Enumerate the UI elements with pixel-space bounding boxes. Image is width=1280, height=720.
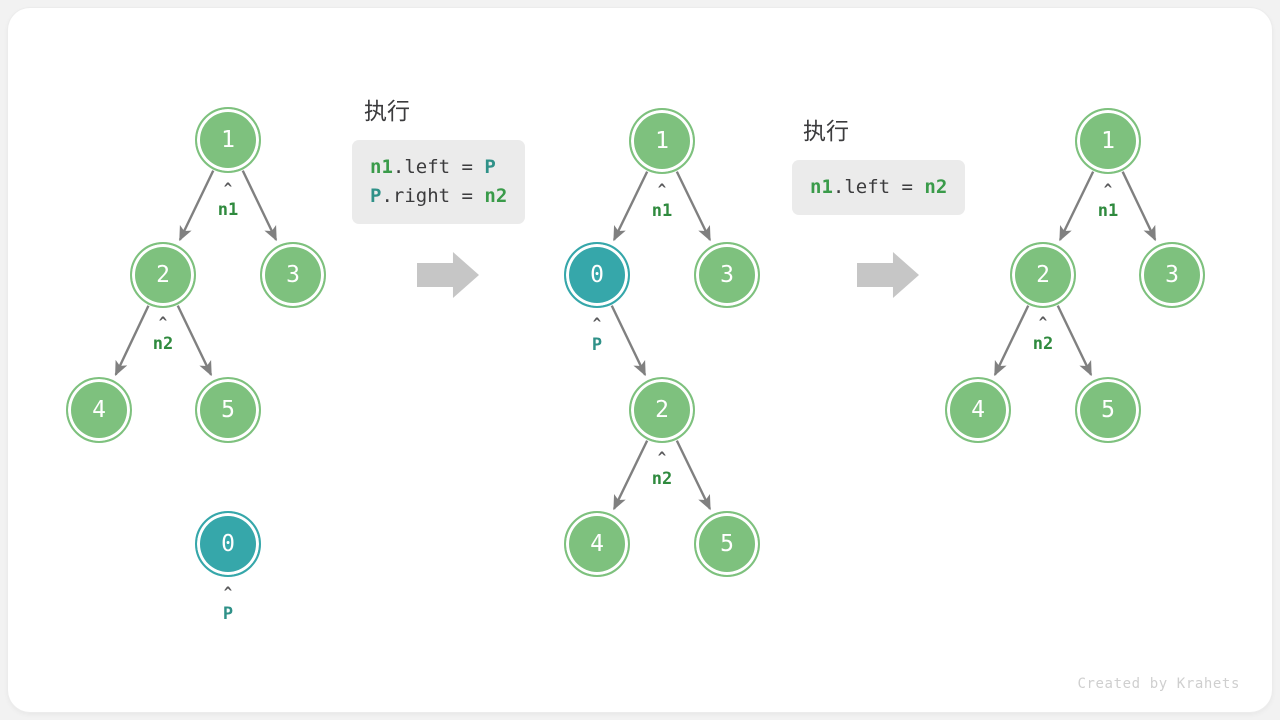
- pointer-label: ^P: [567, 316, 627, 356]
- pointer-label: ^ n2: [133, 315, 193, 355]
- watermark-credit: Created by Krahets: [1077, 676, 1240, 692]
- pointer-label: ^ n2: [1013, 315, 1073, 355]
- pointer-name: P: [591, 335, 603, 355]
- pointer-name: n1: [1097, 201, 1119, 221]
- caret-icon: ^: [158, 315, 168, 331]
- pointer-label: ^ n1: [632, 182, 692, 222]
- tree-node: 1: [195, 107, 261, 173]
- code-identifier: n1: [810, 176, 833, 198]
- tree-node: 4: [66, 377, 132, 443]
- pointer-label: ^ n1: [198, 181, 258, 221]
- caret-icon: ^: [657, 450, 667, 466]
- step-title: 执行: [803, 119, 849, 145]
- tree-node: 4: [564, 511, 630, 577]
- tree-node: 2: [130, 242, 196, 308]
- code-text: .right =: [381, 185, 485, 207]
- code-text: .left =: [832, 176, 925, 198]
- tree-node: 3: [1139, 242, 1205, 308]
- pointer-name: n1: [651, 201, 673, 221]
- code-identifier: n2: [924, 176, 948, 198]
- tree-node: 2: [629, 377, 695, 443]
- pointer-label: ^ n1: [1078, 182, 1138, 222]
- code-identifier: n2: [484, 185, 508, 207]
- pointer-label: ^ n2: [632, 450, 692, 490]
- tree-node: 0: [564, 242, 630, 308]
- pointer-name: n2: [651, 469, 673, 489]
- caret-icon: ^: [223, 585, 233, 601]
- caret-icon: ^: [1038, 315, 1048, 331]
- tree-node: 2: [1010, 242, 1076, 308]
- pointer-label: ^P: [198, 585, 258, 625]
- tree-node: 3: [694, 242, 760, 308]
- code-identifier: P: [484, 156, 496, 178]
- code-line: n1.left = P: [370, 153, 507, 182]
- tree-node: 5: [195, 377, 261, 443]
- code-snippet: n1.left = n2: [792, 160, 966, 215]
- caret-icon: ^: [223, 181, 233, 197]
- tree-node: 1: [629, 108, 695, 174]
- code-identifier: n1: [370, 156, 393, 178]
- code-line: P.right = n2: [370, 182, 507, 211]
- code-line: n1.left = n2: [810, 173, 947, 202]
- pointer-name: P: [222, 604, 234, 624]
- tree-node: 4: [945, 377, 1011, 443]
- tree-node: 0: [195, 511, 261, 577]
- code-text: .left =: [392, 156, 485, 178]
- caret-icon: ^: [657, 182, 667, 198]
- tree-node: 5: [1075, 377, 1141, 443]
- tree-node: 1: [1075, 108, 1141, 174]
- tree-node: 5: [694, 511, 760, 577]
- code-identifier: P: [370, 185, 382, 207]
- tree-node: 3: [260, 242, 326, 308]
- caret-icon: ^: [592, 316, 602, 332]
- pointer-name: n1: [217, 200, 239, 220]
- caret-icon: ^: [1103, 182, 1113, 198]
- step-title: 执行: [364, 99, 410, 125]
- pointer-name: n2: [1032, 334, 1054, 354]
- pointer-name: n2: [152, 334, 174, 354]
